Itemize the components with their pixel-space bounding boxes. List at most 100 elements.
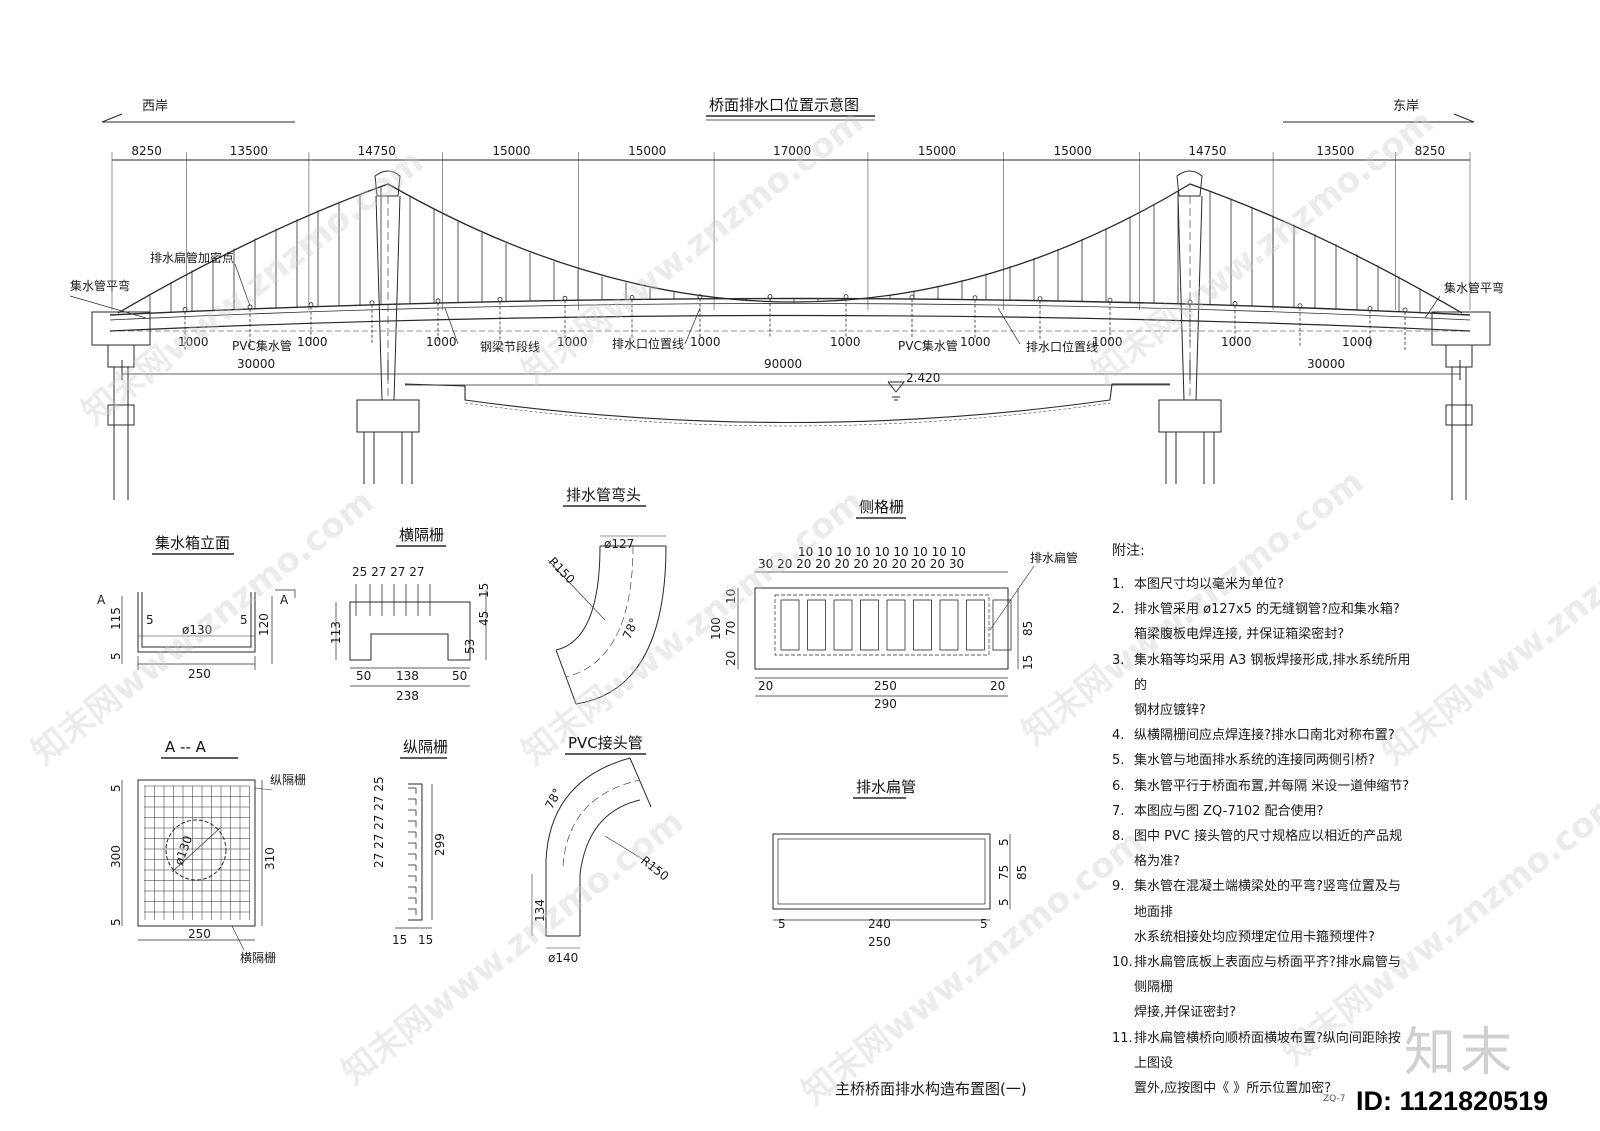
section-aa: A -- A 5 300 5 310 ø130 250 纵隔栅 横隔栅 bbox=[109, 738, 306, 965]
outlet-line-label-1: 排水口位置线 bbox=[612, 336, 684, 351]
outlet-line-label-2: 排水口位置线 bbox=[1026, 339, 1098, 354]
note-text: 本图应与图 ZQ-7102 配合使用? bbox=[1134, 803, 1324, 819]
cg-w238: 238 bbox=[396, 689, 419, 703]
deck-bottom bbox=[109, 314, 1471, 332]
note-item: 8.图中 PVC 接头管的尺寸规格应以相近的产品规格为准? bbox=[1112, 824, 1412, 874]
span-label: 15000 bbox=[628, 144, 666, 158]
sg-h15: 15 bbox=[1021, 655, 1035, 670]
note-text: 本图尺寸均以毫米为单位? bbox=[1134, 577, 1284, 592]
flat-pipe: 排水扁管 5 75 5 85 5 240 5 250 bbox=[772, 778, 1029, 949]
note-item: 钢材应镀锌? bbox=[1112, 698, 1412, 723]
aa-h5a: 5 bbox=[109, 784, 123, 792]
outlet-spacing-dim: 1000 bbox=[830, 335, 861, 349]
water-box-title: 集水箱立面 bbox=[155, 534, 230, 552]
note-number: 4. bbox=[1112, 728, 1125, 744]
wb-d130: ø130 bbox=[182, 623, 212, 637]
lower-span-1: 30000 bbox=[237, 357, 275, 371]
span-label: 14750 bbox=[1188, 144, 1226, 158]
bridge-elevation: 2.420 30000 90000 30000 bbox=[69, 170, 1491, 500]
note-text: 钢材应镀锌? bbox=[1134, 703, 1206, 719]
note-number: 5. bbox=[1112, 753, 1125, 769]
note-text: 箱梁腹板电焊连接, 并保证箱梁密封? bbox=[1134, 627, 1345, 643]
note-number bbox=[1112, 1076, 1134, 1101]
cross-grid-title: 横隔栅 bbox=[399, 526, 444, 544]
west-tower bbox=[356, 170, 420, 484]
span-label: 13500 bbox=[1316, 144, 1354, 158]
outlet-spacing-dim: 1000 bbox=[1221, 335, 1252, 349]
elbow-title: 排水管弯头 bbox=[566, 486, 641, 504]
note-number: 6. bbox=[1112, 778, 1125, 794]
aa-h5b: 5 bbox=[109, 918, 123, 926]
pvc-pipe-label-2: PVC集水管 bbox=[898, 338, 958, 353]
east-end-pier bbox=[1445, 344, 1473, 500]
note-text: 焊接,并保证密封? bbox=[1134, 1005, 1237, 1021]
east-label: 东岸 bbox=[1393, 99, 1419, 114]
note-item: 水系统相接处均应预埋定位用卡箍预埋件? bbox=[1112, 925, 1412, 950]
outlet-spacing-dim: 1000 bbox=[960, 335, 991, 349]
note-text: 水系统相接处均应预埋定位用卡箍预埋件? bbox=[1134, 929, 1375, 945]
cross-grid: 横隔栅 25 27 27 27 15 45 53 113 50 138 50 2… bbox=[329, 526, 491, 703]
span-label: 17000 bbox=[773, 144, 811, 158]
note-text: 集水管平行于桥面布置,并每隔 米设一道伸缩节? bbox=[1134, 778, 1410, 794]
note-number bbox=[1112, 1000, 1134, 1025]
brand-logo: 知末 bbox=[1404, 1023, 1517, 1083]
note-item: 3.集水箱等均采用 A3 钢板焊接形成,排水系统所用的 bbox=[1112, 648, 1412, 698]
lower-span-3: 30000 bbox=[1307, 357, 1345, 371]
river-bed bbox=[404, 383, 1170, 424]
cg-w138: 138 bbox=[396, 669, 419, 683]
span-dimension-chain bbox=[111, 152, 1471, 310]
west-arrow: 西岸 bbox=[101, 99, 295, 123]
fp-w240: 240 bbox=[868, 917, 891, 931]
pvc-h134: 134 bbox=[533, 899, 547, 922]
note-text: 集水管与地面排水系统的连接同两侧引桥? bbox=[1134, 753, 1375, 769]
notes-list: 1.本图尺寸均以毫米为单位?2.排水管采用 ø127x5 的无缝钢管?应和集水箱… bbox=[1112, 572, 1412, 1101]
cg-h53: 53 bbox=[463, 639, 477, 654]
note-item: 5. 集水管与地面排水系统的连接同两侧引桥? bbox=[1112, 748, 1412, 773]
fp-h75: 75 bbox=[997, 865, 1011, 880]
outlet-spacing-dim: 1000 bbox=[557, 335, 588, 349]
collector-bend-right: 集水管平弯 bbox=[1444, 280, 1504, 295]
cg-w50a: 50 bbox=[356, 669, 371, 683]
span-label: 8250 bbox=[131, 144, 162, 158]
pvc-pipe-label-1: PVC集水管 bbox=[232, 338, 292, 353]
sg-w20b: 20 bbox=[990, 679, 1005, 693]
deck-line bbox=[109, 303, 1471, 321]
note-text: 排水管采用 ø127x5 的无缝钢管?应和集水箱? bbox=[1134, 602, 1400, 618]
cg-h113: 113 bbox=[329, 621, 343, 644]
steel-beam-joint-label: 钢梁节段线 bbox=[480, 339, 540, 354]
span-label: 15000 bbox=[1054, 144, 1092, 158]
side-grid: 侧格栅 10 10 10 10 10 10 10 10 10 30 20 20 … bbox=[709, 498, 1078, 711]
long-grid: 纵隔栅 27 27 27 27 25 299 15 15 bbox=[372, 738, 448, 947]
note-item: 6. 集水管平行于桥面布置,并每隔 米设一道伸缩节? bbox=[1112, 774, 1412, 799]
flat-pipe-title: 排水扁管 bbox=[856, 778, 916, 796]
outlet-spacing-dim: 1000 bbox=[1092, 335, 1123, 349]
lg-left: 27 27 27 27 25 bbox=[372, 776, 386, 868]
flat-pipe-dense-label: 排水扁管加密点 bbox=[150, 250, 234, 265]
fp-h85: 85 bbox=[1015, 865, 1029, 880]
note-number: 9. bbox=[1112, 879, 1125, 895]
sg-label: 排水扁管 bbox=[1030, 550, 1078, 565]
pvc-r150: R150 bbox=[638, 853, 671, 883]
cg-h15: 15 bbox=[477, 583, 491, 598]
west-end-pier bbox=[107, 344, 135, 500]
long-grid-title: 纵隔栅 bbox=[403, 738, 448, 756]
sg-top-dims: 30 20 20 20 20 20 20 20 20 20 30 bbox=[758, 557, 964, 571]
west-label: 西岸 bbox=[142, 99, 168, 114]
pvc-joint: PVC接头管 78° R150 134 ø140 bbox=[531, 734, 671, 965]
sheet-title: 主桥桥面排水构造布置图(一) bbox=[835, 1080, 1027, 1098]
sg-h85: 85 bbox=[1021, 621, 1035, 636]
aa-long-label: 纵隔栅 bbox=[270, 772, 306, 787]
pvc-d140: ø140 bbox=[548, 951, 578, 965]
sg-w20a: 20 bbox=[758, 679, 773, 693]
span-label: 8250 bbox=[1415, 144, 1446, 158]
drain-outlets bbox=[182, 294, 1408, 352]
note-number: 2. bbox=[1112, 602, 1125, 618]
notes-heading: 附注: bbox=[1112, 543, 1145, 559]
wb-h120: 120 bbox=[257, 613, 271, 636]
note-text: 排水扁管横桥向顺桥面横坡布置?纵向间距除按上图设 bbox=[1134, 1030, 1401, 1071]
aa-cross-label: 横隔栅 bbox=[240, 950, 276, 965]
span-label: 15000 bbox=[492, 144, 530, 158]
